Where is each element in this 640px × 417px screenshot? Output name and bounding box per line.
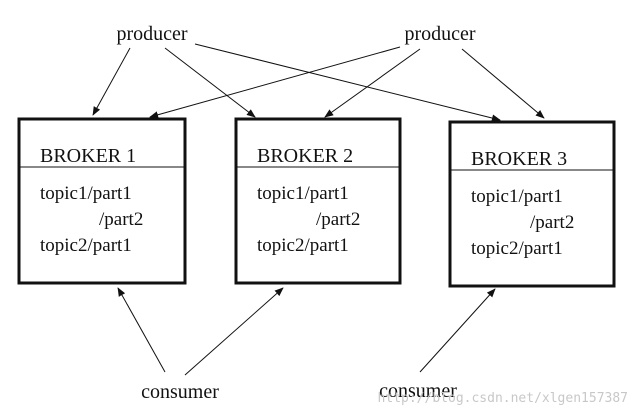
broker-1: BROKER 1 topic1/part1 /part2 topic2/part… (17, 117, 187, 285)
consumer-arrows (117, 287, 496, 376)
arrow-producer1-broker1 (92, 47, 131, 116)
broker-1-title: BROKER 1 (40, 145, 136, 167)
arrow-producer2-broker2 (324, 48, 421, 118)
broker-3-line-3: topic2/part1 (471, 238, 563, 259)
arrow-producer2-broker3 (461, 48, 545, 119)
consumer-label-1: consumer (141, 381, 219, 403)
broker-1-line-2: /part2 (99, 209, 143, 230)
arrow-consumer2-broker3 (419, 288, 496, 373)
watermark-text: http://blog.csdn.net/xlgen157387 (378, 391, 628, 406)
producer-label-2: producer (404, 23, 475, 45)
broker-2-line-2: /part2 (316, 209, 360, 230)
broker-1-line-3: topic2/part1 (40, 235, 132, 256)
broker-3-line-1: topic1/part1 (471, 186, 563, 207)
arrow-consumer1-broker2 (184, 287, 284, 376)
broker-1-line-1: topic1/part1 (40, 183, 132, 204)
broker-3: BROKER 3 topic1/part1 /part2 topic2/part… (448, 120, 616, 288)
broker-2-box (234, 117, 402, 285)
broker-2-line-1: topic1/part1 (257, 183, 349, 204)
broker-2-title: BROKER 2 (257, 145, 353, 167)
arrow-consumer1-broker1 (117, 287, 166, 373)
broker-2: BROKER 2 topic1/part1 /part2 topic2/part… (234, 117, 402, 285)
arrow-producer2-broker1 (149, 46, 401, 119)
broker-3-line-2: /part2 (530, 212, 574, 233)
broker-3-title: BROKER 3 (471, 148, 567, 170)
broker-2-line-3: topic2/part1 (257, 235, 349, 256)
producer-arrows (92, 43, 545, 122)
producer-label-1: producer (116, 23, 187, 45)
broker-3-box (448, 120, 616, 288)
consumer-label-2: consumer (379, 380, 457, 402)
arrow-producer1-broker2 (164, 47, 256, 118)
arrow-producer1-broker3 (194, 43, 501, 122)
broker-1-box (17, 117, 187, 285)
